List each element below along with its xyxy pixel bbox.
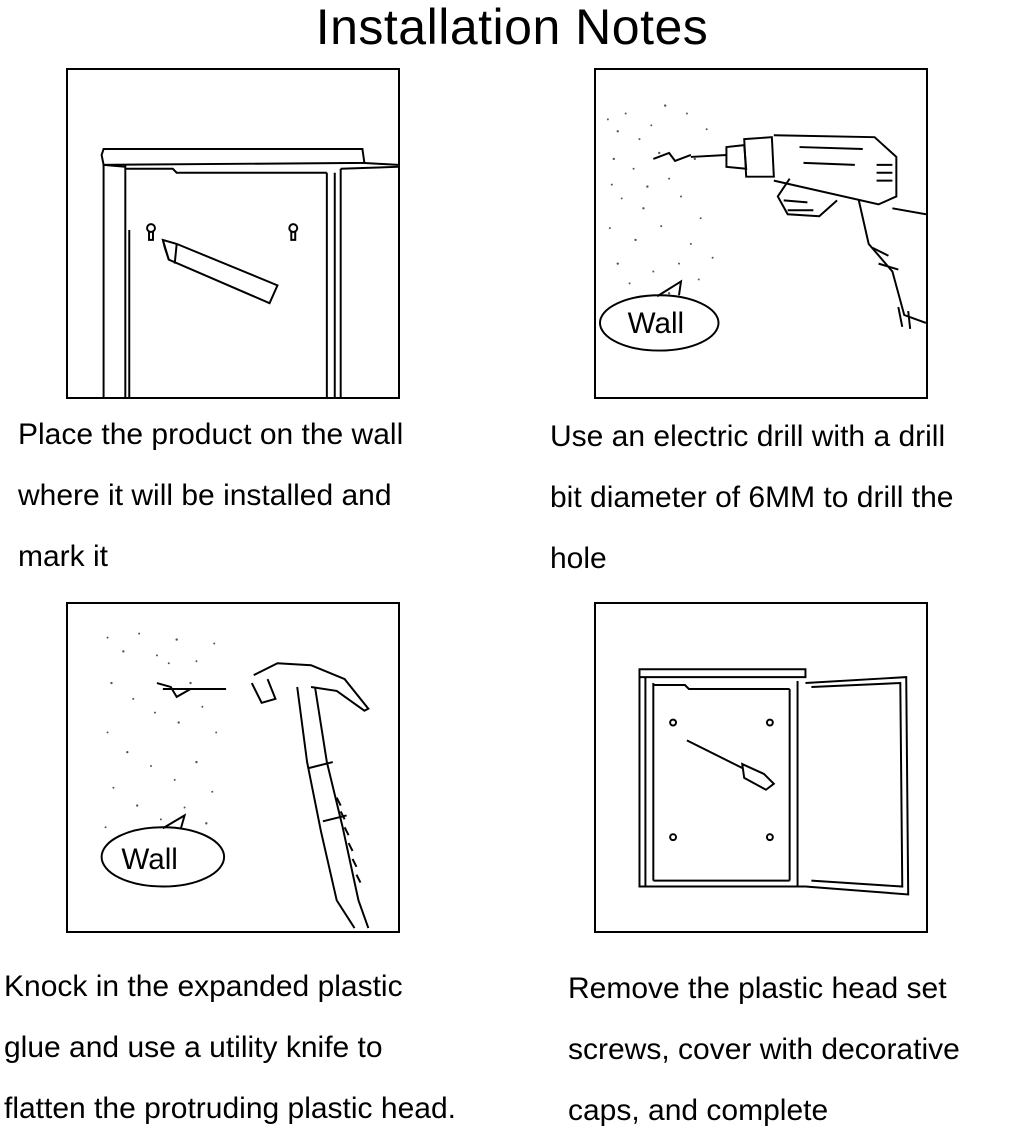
caption-line: glue and use a utility knife to	[4, 1031, 383, 1064]
wall-bubble-label: Wall	[628, 307, 685, 340]
cabinet-marking-icon	[100, 148, 398, 397]
step-1-illustration	[66, 68, 400, 399]
page-title: Installation Notes	[315, 0, 709, 55]
step-3-caption: Knock in the expanded plastic glue and u…	[4, 956, 456, 1139]
step-4-caption: Remove the plastic head set screws, cove…	[568, 958, 960, 1141]
step-1-caption: Place the product on the wall where it w…	[18, 404, 403, 587]
wall-bubble	[598, 279, 720, 352]
caption-line: caps, and complete	[568, 1094, 829, 1127]
caption-line: bit diameter of 6MM to drill the	[550, 481, 954, 514]
caption-line: Use an electric drill with a drill	[550, 420, 946, 453]
caption-line: Remove the plastic head set	[568, 972, 947, 1005]
wall-bubble	[100, 813, 226, 888]
claw-hammer-icon: Wall	[100, 632, 370, 929]
caption-line: mark it	[18, 540, 108, 573]
open-cabinet-screwdriver-icon	[638, 668, 910, 896]
step-2-caption: Use an electric drill with a drill bit d…	[550, 406, 954, 589]
caption-line: where it will be installed and	[18, 479, 392, 512]
caption-line: Place the product on the wall	[18, 418, 404, 451]
wall-bubble-label: Wall	[121, 843, 178, 876]
step-3-illustration: Wall	[66, 602, 400, 933]
electric-drill-icon: Wall	[598, 104, 926, 352]
step-2-illustration: Wall	[594, 68, 928, 399]
step-4-illustration	[594, 602, 928, 933]
caption-line: screws, cover with decorative	[568, 1033, 960, 1066]
caption-line: Knock in the expanded plastic	[4, 970, 403, 1003]
caption-line: flatten the protruding plastic head.	[4, 1092, 456, 1125]
caption-line: hole	[550, 542, 607, 575]
